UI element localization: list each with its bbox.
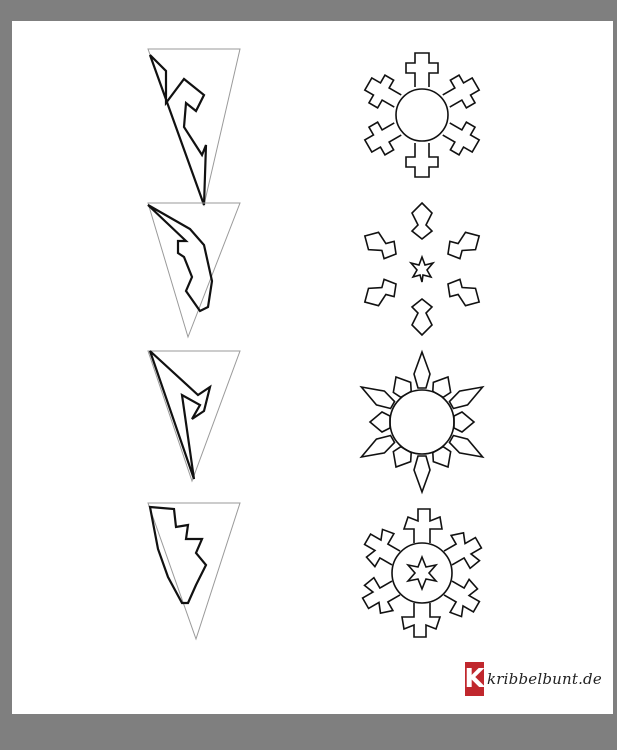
snowflake-arm <box>406 53 438 87</box>
cut-outline <box>150 351 210 479</box>
worksheet-page <box>12 21 613 714</box>
fold-guide-triangle <box>148 49 240 205</box>
cut-outline <box>148 205 212 311</box>
logo-mark: K <box>465 662 484 696</box>
fold-template-2 <box>142 199 242 369</box>
brand-name: kribbelbunt.de <box>487 670 602 688</box>
snowflake-4 <box>342 503 502 643</box>
snowflake-1 <box>342 45 502 185</box>
snowflake-2 <box>342 199 502 339</box>
fold-template-3 <box>142 347 242 517</box>
center-star <box>408 557 436 589</box>
center-star <box>411 257 433 282</box>
fold-template-4 <box>142 499 242 669</box>
fold-guide-triangle <box>148 503 240 639</box>
cut-outline <box>150 55 206 205</box>
brand-logo: K kribbelbunt.de <box>465 659 602 699</box>
fold-template-1 <box>142 45 242 215</box>
fold-guide-triangle <box>148 203 240 337</box>
snowflake-3 <box>342 347 502 497</box>
